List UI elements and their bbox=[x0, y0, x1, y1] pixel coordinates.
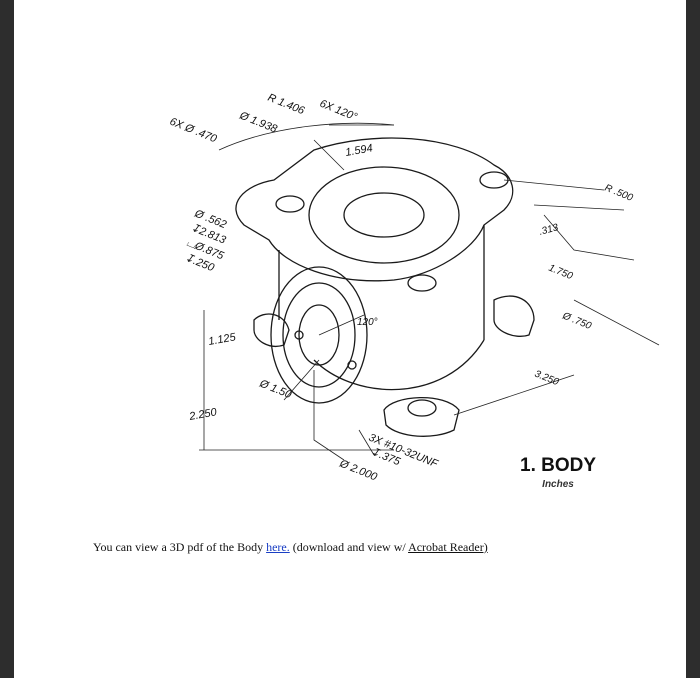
dim-1750: 1.750 bbox=[547, 263, 575, 283]
acrobat-reader-link[interactable]: Acrobat Reader) bbox=[408, 540, 488, 554]
dim-3250: 3.250 bbox=[533, 369, 561, 389]
here-link[interactable]: here. bbox=[266, 540, 290, 554]
dim-angle120: 120° bbox=[357, 317, 378, 328]
title-block: 1. BODY Inches bbox=[520, 455, 596, 490]
dim-r500: R .500 bbox=[603, 183, 635, 204]
caption-line: You can view a 3D pdf of the Body here. … bbox=[93, 540, 488, 555]
dim-r1406: R 1.406 bbox=[266, 92, 307, 118]
dim-313: .313 bbox=[538, 222, 560, 238]
drawing-units: Inches bbox=[542, 479, 574, 490]
body-isometric-drawing: R 1.406 Ø 1.938 6X 120° 6X Ø .470 1.594 … bbox=[168, 92, 660, 484]
dim-1594: 1.594 bbox=[344, 142, 373, 159]
caption-prefix: You can view a 3D pdf of the Body bbox=[93, 540, 267, 554]
dim-6x-d470: 6X Ø .470 bbox=[168, 116, 219, 146]
dim-1125: 1.125 bbox=[207, 331, 237, 348]
dim-2250: 2.250 bbox=[187, 406, 218, 423]
dim-6x-120: 6X 120° bbox=[318, 98, 359, 124]
dim-d150: Ø 1.50 bbox=[257, 377, 294, 401]
drawing-title: 1. BODY bbox=[520, 455, 597, 476]
caption-middle: (download and view w/ bbox=[289, 540, 409, 554]
dim-d2000: Ø 2.000 bbox=[337, 457, 380, 483]
dim-d750: Ø .750 bbox=[560, 310, 593, 332]
dim-d1938: Ø 1.938 bbox=[237, 109, 280, 135]
document-page: R 1.406 Ø 1.938 6X 120° 6X Ø .470 1.594 … bbox=[14, 0, 686, 678]
